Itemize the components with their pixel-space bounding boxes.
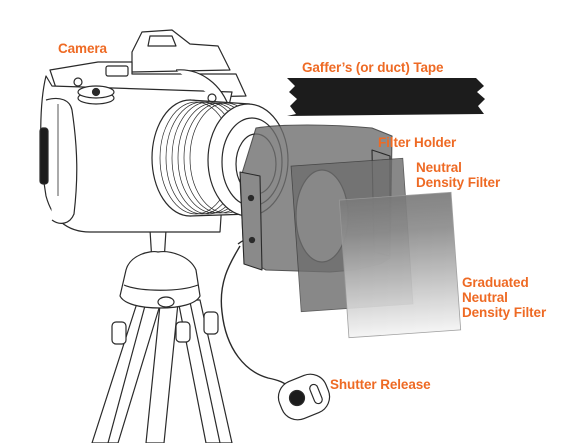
label-grad-nd-line2: Neutral: [462, 290, 508, 305]
label-filter-holder: Filter Holder: [378, 135, 457, 150]
label-grad-nd-line1: Graduated: [462, 275, 529, 290]
shutter-release-remote: [277, 373, 331, 421]
label-gaffers-tape: Gaffer’s (or duct) Tape: [302, 60, 444, 75]
label-nd-filter-line2: Density Filter: [416, 175, 501, 190]
label-nd-filter-line1: Neutral: [416, 160, 462, 175]
label-grad-nd-line3: Density Filter: [462, 305, 547, 320]
shutter-release-cable: [220, 245, 291, 389]
tripod: [91, 229, 233, 443]
gaffers-tape: [287, 78, 485, 116]
graduated-nd-filter: [338, 191, 462, 339]
label-camera: Camera: [58, 41, 107, 56]
label-shutter-release: Shutter Release: [330, 377, 431, 392]
